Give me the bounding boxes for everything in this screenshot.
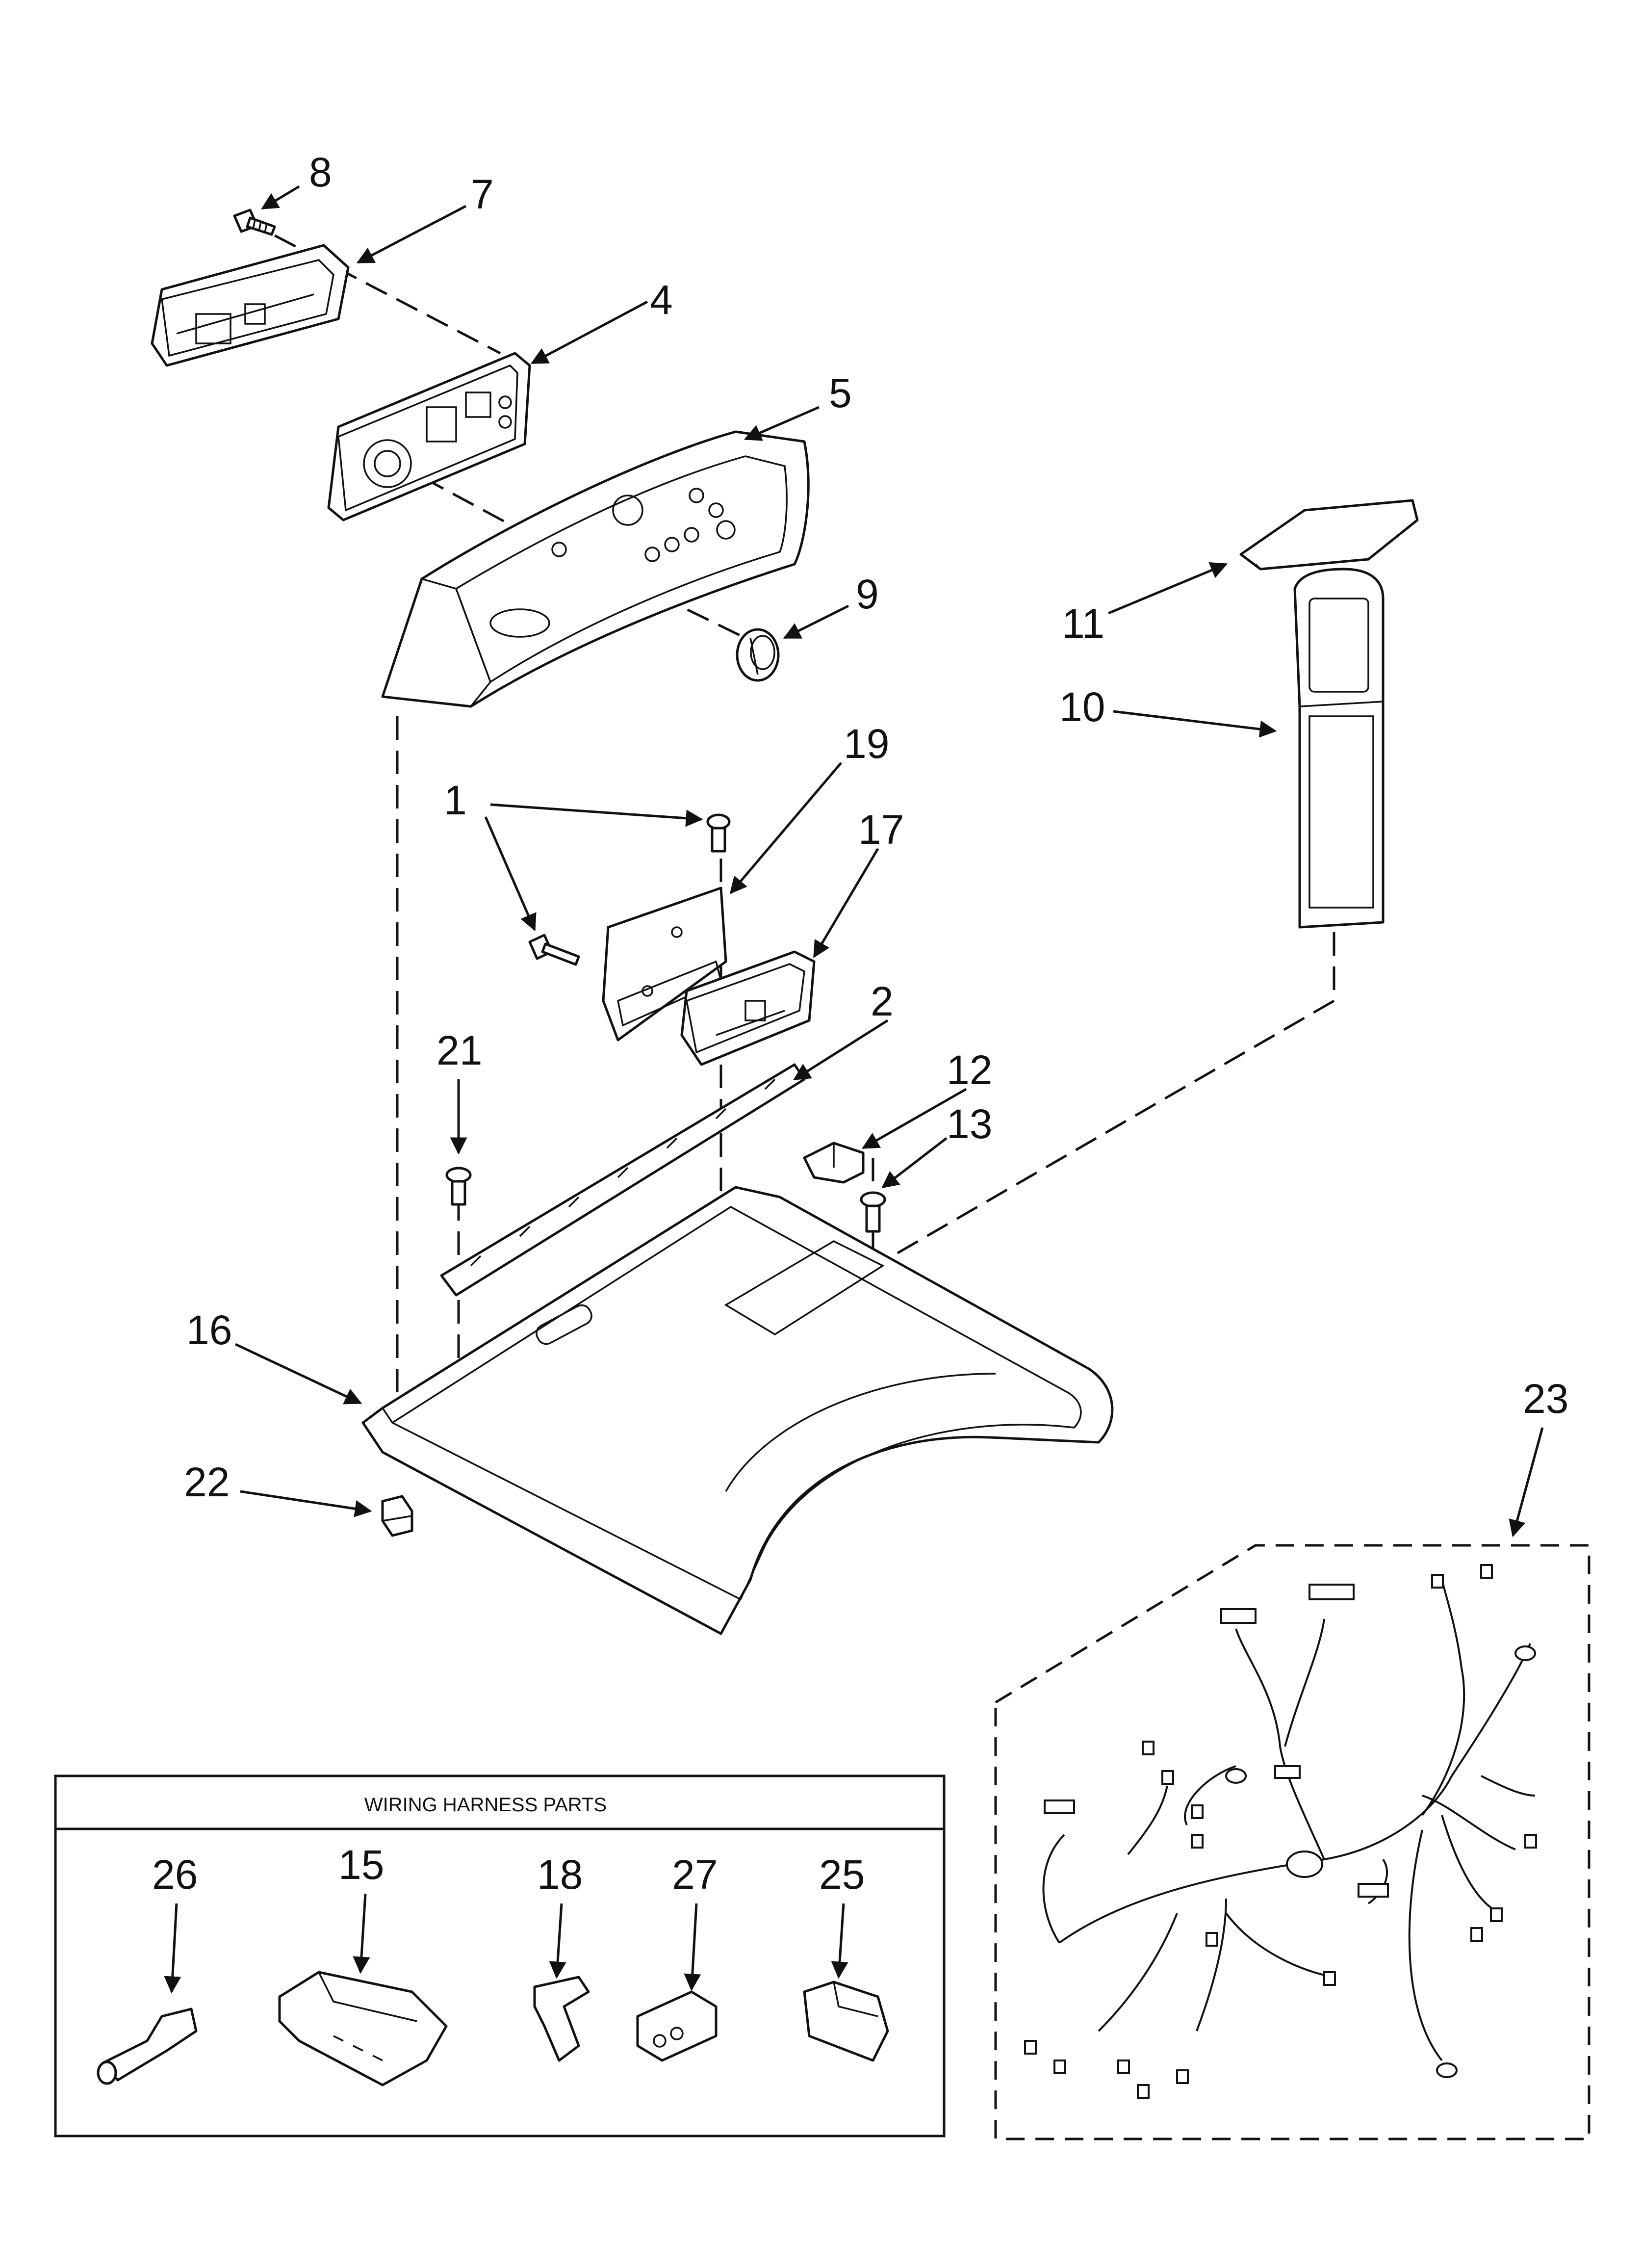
part-15-connector-housing xyxy=(278,1971,448,2086)
callout-25: 25 xyxy=(819,1851,865,1898)
callout-4: 4 xyxy=(650,277,673,323)
callout-21: 21 xyxy=(436,1027,482,1073)
part-18-clip xyxy=(533,1976,590,2062)
callout-27: 27 xyxy=(672,1851,718,1898)
wiring-box-title: WIRING HARNESS PARTS xyxy=(364,1794,607,1816)
callout-5: 5 xyxy=(829,370,852,416)
part-7-bracket xyxy=(151,244,350,367)
part-5-console xyxy=(381,430,810,708)
callout-23: 23 xyxy=(1523,1376,1568,1422)
callout-10: 10 xyxy=(1059,684,1105,730)
part-8-screw xyxy=(233,209,276,236)
wiring-harness-parts-box: WIRING HARNESS PARTS xyxy=(54,1774,946,2138)
callout-7: 7 xyxy=(471,171,494,217)
callout-26: 26 xyxy=(152,1851,198,1898)
part-21-screw xyxy=(445,1167,472,1206)
part-25-connector xyxy=(803,1981,889,2062)
callout-1: 1 xyxy=(444,777,467,823)
part-1-screws xyxy=(528,813,731,966)
part-22-foot xyxy=(381,1495,413,1537)
part-12-clip xyxy=(803,1142,865,1184)
callout-16: 16 xyxy=(186,1307,232,1353)
part-9-knob xyxy=(736,628,780,682)
callout-12: 12 xyxy=(947,1047,992,1093)
callout-22: 22 xyxy=(184,1459,230,1505)
callout-17: 17 xyxy=(858,807,904,853)
part-4-control-board xyxy=(327,352,531,521)
callout-8: 8 xyxy=(309,149,332,195)
callout-18: 18 xyxy=(537,1851,583,1898)
part-13-screw xyxy=(860,1191,886,1233)
part-11-filter-cover xyxy=(1239,499,1419,571)
part-19-bracket xyxy=(602,886,727,1042)
callout-11: 11 xyxy=(1062,600,1104,647)
part-16-top-panel xyxy=(361,1186,1114,1635)
callout-19: 19 xyxy=(844,721,889,767)
callout-2: 2 xyxy=(871,978,894,1024)
callout-13: 13 xyxy=(947,1101,992,1147)
part-26-terminal xyxy=(97,2007,198,2085)
callout-labels: 8 7 4 5 9 11 10 1 19 17 2 21 12 13 16 22… xyxy=(152,149,1568,1898)
callout-9: 9 xyxy=(856,571,879,617)
part-23-wiring-harness xyxy=(994,1544,1591,2140)
part-27-connector xyxy=(636,1990,718,2062)
part-17-module xyxy=(680,950,816,1066)
callout-15: 15 xyxy=(338,1842,384,1888)
leader-arrows xyxy=(164,185,1544,1994)
part-10-lint-screen xyxy=(1293,568,1385,929)
